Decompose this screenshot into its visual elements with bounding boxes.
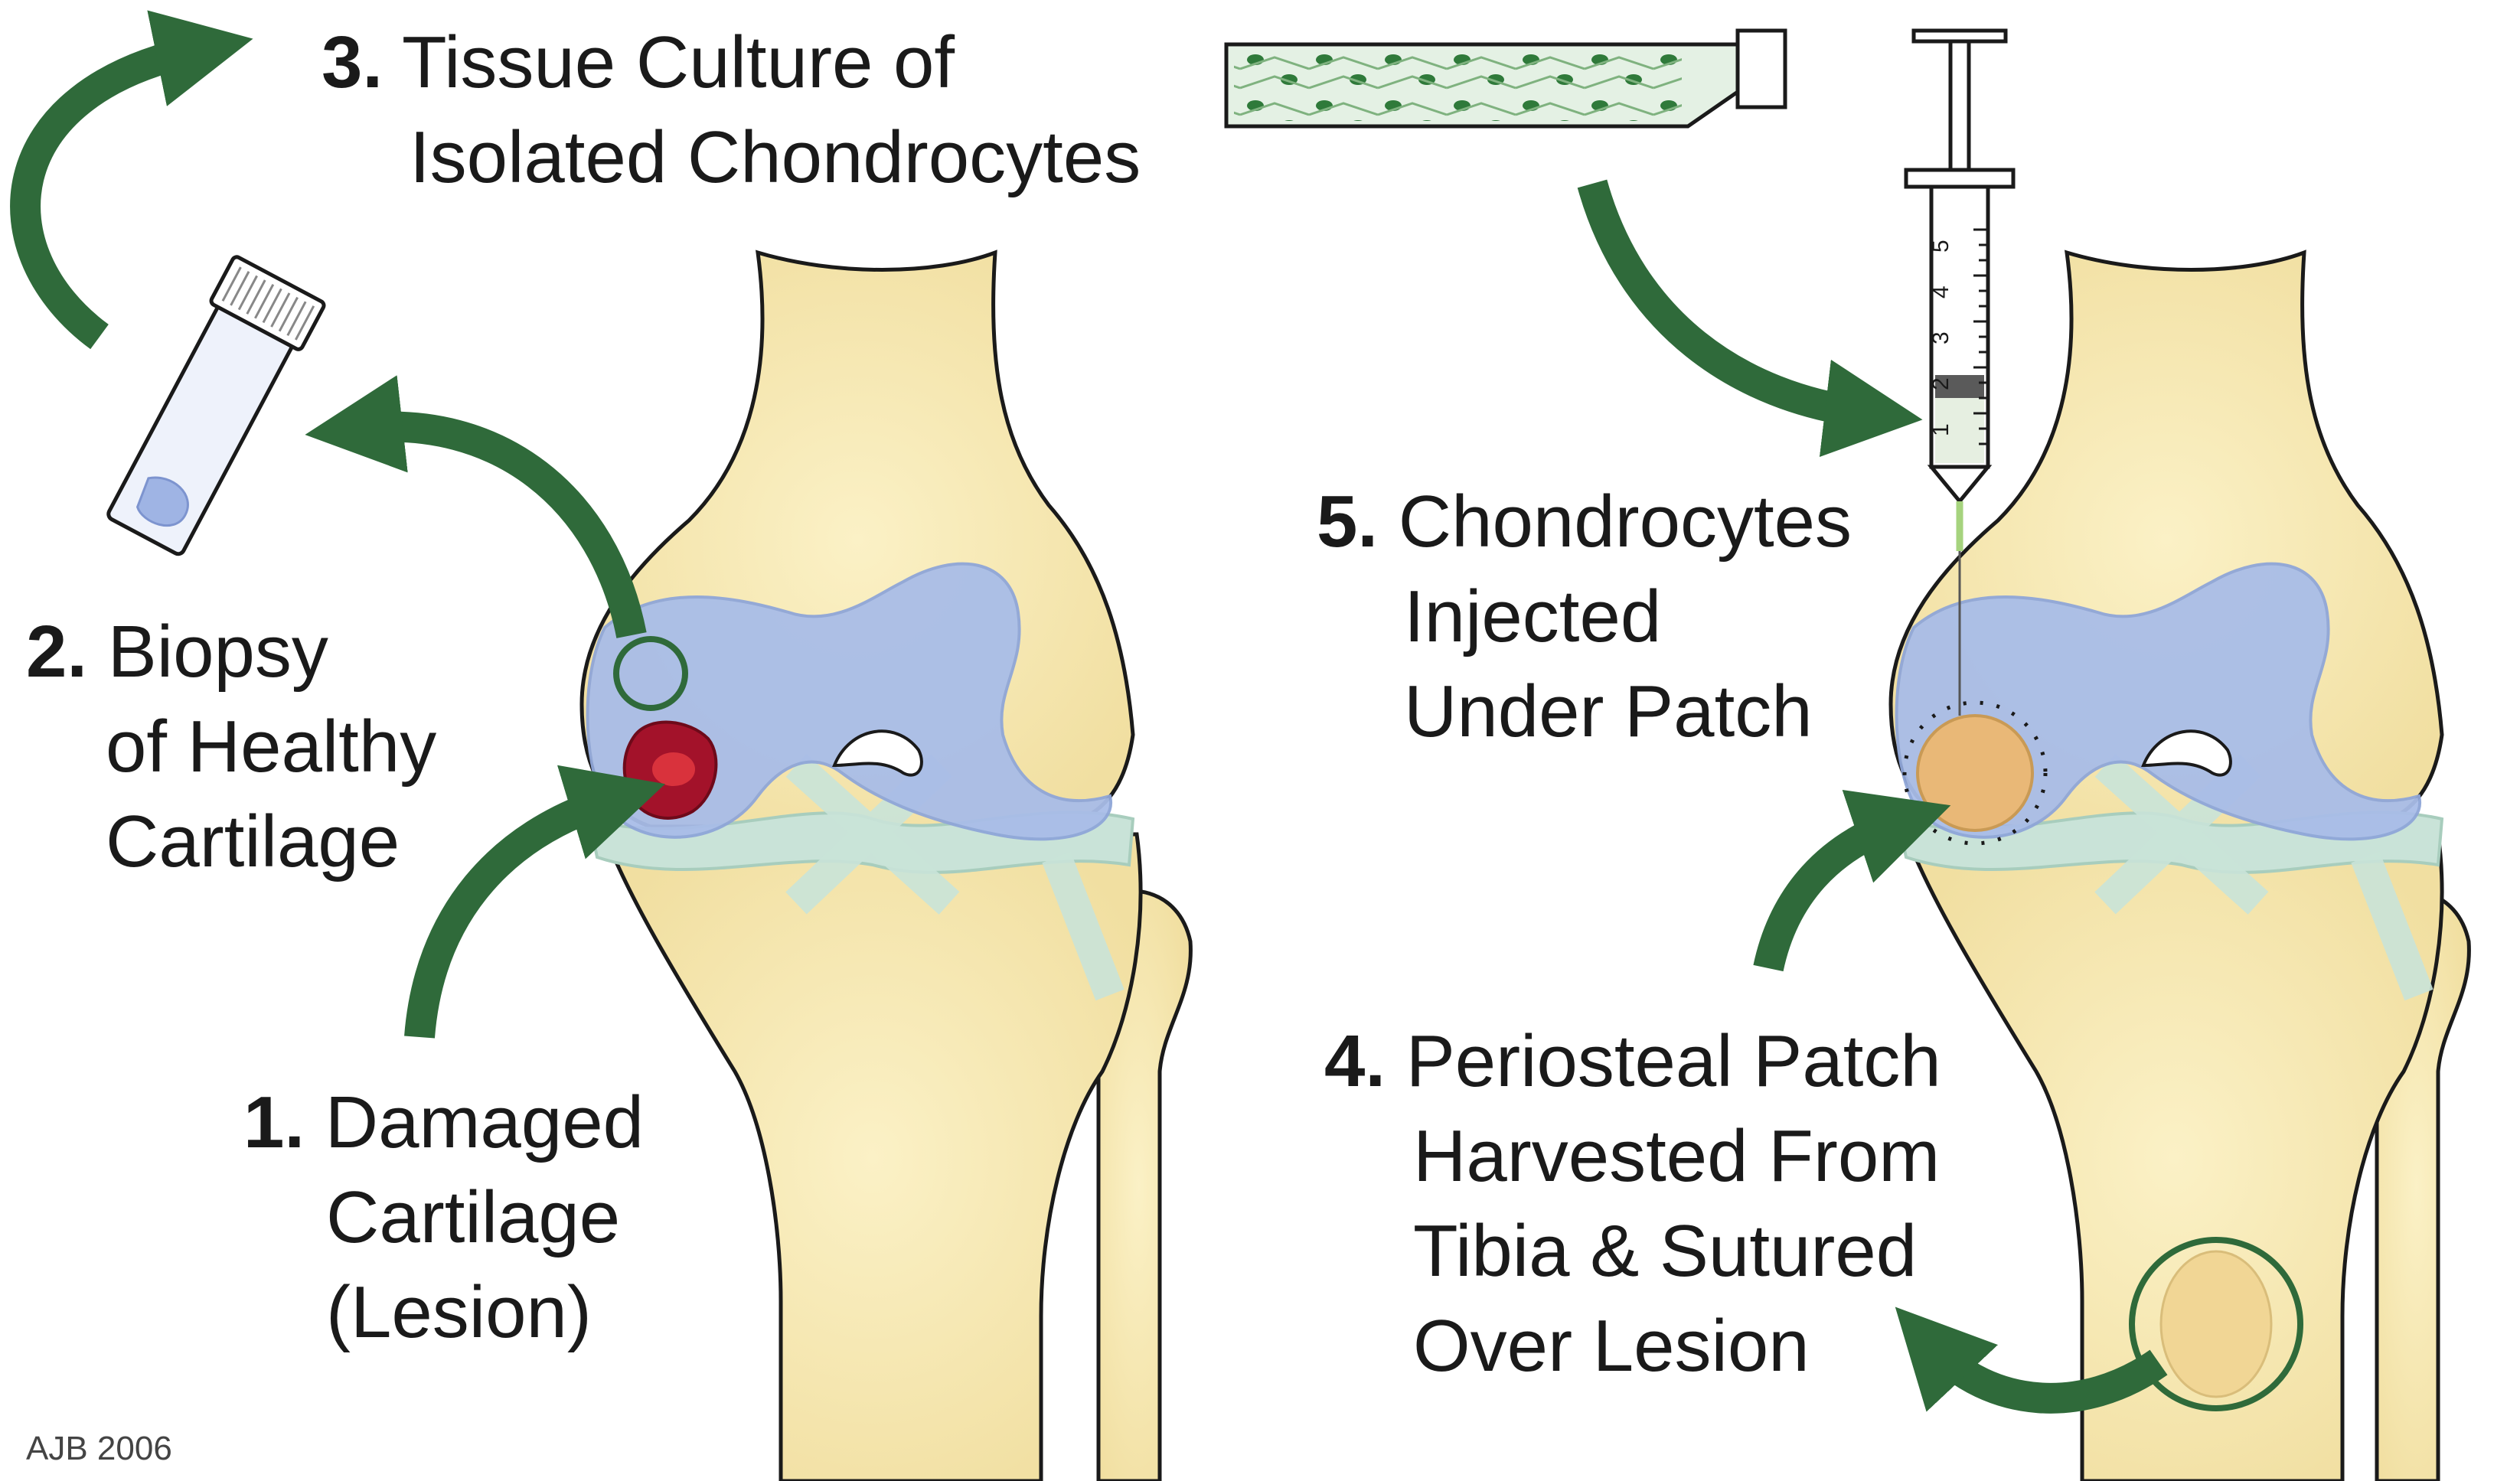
step-1-line-3: (Lesion) (326, 1271, 592, 1353)
step-3-label: 3. Tissue Culture of Isolated Chondrocyt… (322, 15, 1141, 205)
specimen-tube (106, 255, 326, 556)
arrow-culture (10, 10, 253, 350)
step-4-number: 4. (1324, 1020, 1386, 1102)
arrow-harvest (1895, 1306, 2168, 1414)
step-4-label: 4. Periosteal Patch Harvested From Tibia… (1324, 1014, 1941, 1394)
syringe-scale-2: 2 (1928, 377, 1954, 390)
step-4-line-1: Periosteal Patch (1405, 1020, 1941, 1102)
arrow-syringe (1577, 179, 1923, 457)
right-knee (1888, 250, 2471, 1481)
step-5-label: 5. Chondrocytes Injected Under Patch (1317, 475, 1852, 759)
periosteal-patch (1916, 714, 2034, 832)
syringe-scale-1: 1 (1928, 423, 1954, 436)
step-2-label: 2. Biopsy of Healthy Cartilage (26, 605, 436, 889)
step-4-line-2: Harvested From (1413, 1115, 1941, 1197)
left-cartilage (586, 562, 1113, 841)
syringe-scale-3: 3 (1928, 331, 1954, 344)
syringe (1904, 28, 2016, 716)
step-3-line-1: Tissue Culture of (402, 21, 955, 103)
step-5-line-1: Chondrocytes (1398, 481, 1852, 563)
step-4-line-3: Tibia & Sutured (1413, 1210, 1918, 1292)
right-tibia (1903, 832, 2444, 1481)
arrow-biopsy (305, 375, 647, 638)
left-knee (579, 250, 1193, 1481)
step-2-line-2: of Healthy (106, 706, 437, 788)
biopsy-site (613, 636, 688, 711)
step-4-line-4: Over Lesion (1413, 1305, 1810, 1387)
syringe-scale-5: 5 (1928, 240, 1954, 253)
step-2-line-1: Biopsy (107, 611, 328, 693)
step-1-line-2: Cartilage (326, 1176, 621, 1258)
step-3-number: 3. (322, 21, 384, 103)
harvest-site (2129, 1237, 2303, 1411)
step-2-number: 2. (26, 611, 88, 693)
step-1-label: 1. Damaged Cartilage (Lesion) (243, 1075, 644, 1360)
step-5-number: 5. (1317, 481, 1379, 563)
left-tibia (602, 832, 1143, 1481)
step-3-line-2: Isolated Chondrocytes (410, 116, 1141, 198)
step-5-line-2: Injected (1404, 576, 1662, 657)
step-2-line-3: Cartilage (106, 801, 400, 882)
step-5-line-3: Under Patch (1404, 670, 1813, 752)
syringe-scale: 5 4 3 2 1 (1928, 240, 1954, 436)
step-1-number: 1. (243, 1081, 305, 1163)
step-1-line-1: Damaged (325, 1081, 644, 1163)
syringe-scale-4: 4 (1928, 285, 1954, 298)
arrow-patch (1753, 790, 1951, 972)
arrows (10, 10, 2168, 1414)
arrow-lesion (404, 765, 665, 1039)
culture-flask (1224, 28, 1787, 129)
credit-text: AJB 2006 (26, 1430, 172, 1467)
